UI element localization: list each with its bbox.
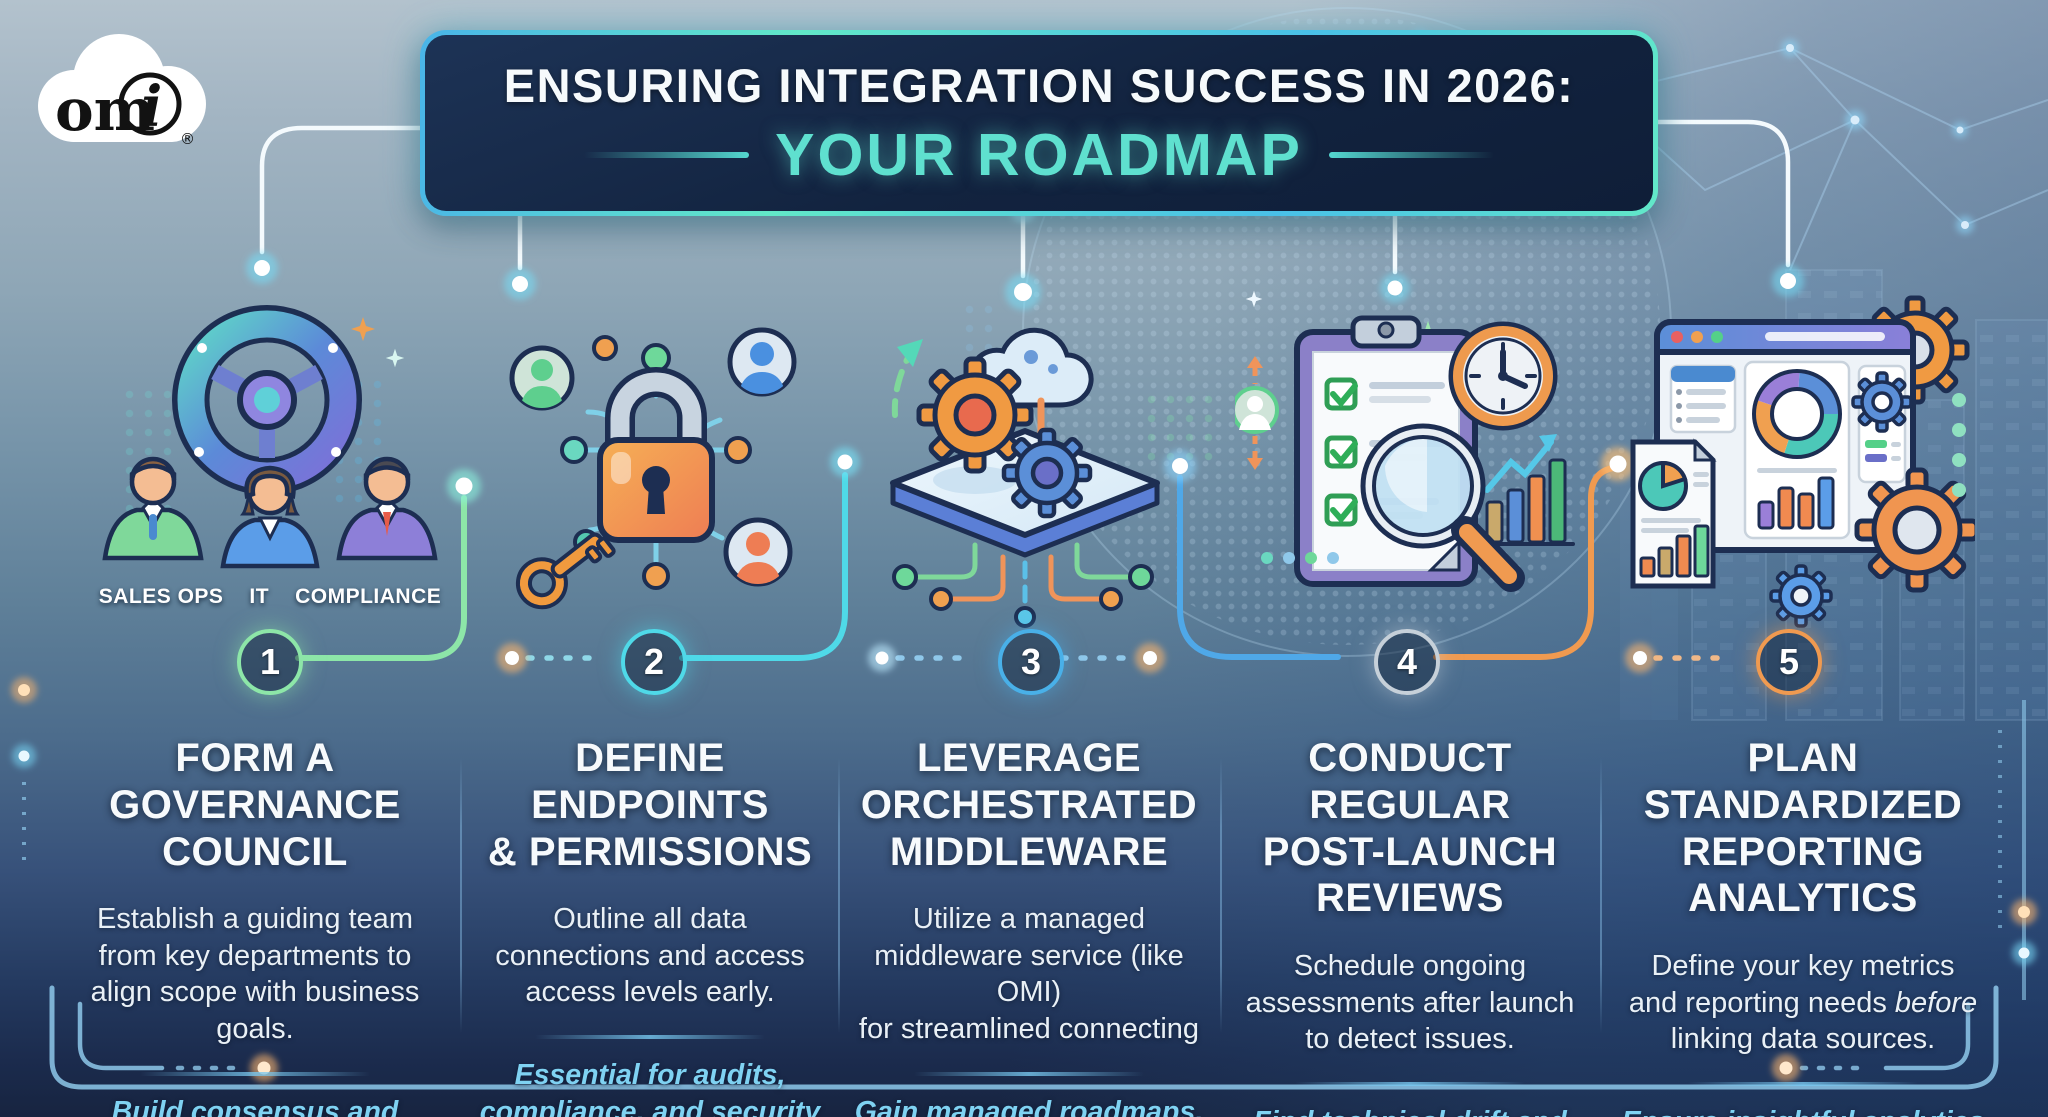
padlock [597, 367, 715, 543]
circuit-tail-dots [892, 564, 1154, 628]
step-1-number: 1 [237, 629, 303, 695]
step-1-body: Establish a guiding team from key depart… [90, 903, 420, 1045]
cloud-shape [38, 34, 206, 142]
gear-orange [916, 356, 1034, 474]
steering-wheel-governance-icon [95, 300, 445, 590]
key [515, 532, 616, 610]
step-4-column: CONDUCT REGULAR POST-LAUNCH REVIEWS Sche… [1224, 735, 1596, 1117]
browser-window [1654, 319, 1916, 553]
note-divider [140, 1071, 370, 1076]
curve-arrowhead [897, 339, 923, 367]
column-divider [1220, 758, 1222, 1033]
person-compliance [336, 456, 438, 561]
gear-blue [1001, 427, 1093, 519]
step-2-body: Outline all data connections and access … [495, 903, 805, 1009]
step-5-note: Ensure insightful analytics are built-in… [1622, 1104, 1985, 1117]
clock [1448, 321, 1558, 431]
step-2-number: 2 [621, 629, 687, 695]
padlock-access-icon [490, 300, 820, 630]
user-avatar-green [509, 345, 575, 411]
person-it [220, 465, 320, 569]
panel-donut-bars [1743, 360, 1851, 540]
person-node [1231, 356, 1279, 470]
team-label-sales-ops: SALES OPS [98, 585, 224, 608]
panel-gear-card [1851, 364, 1913, 484]
logo-text-i: i [141, 74, 162, 140]
step-3-body: Utilize a managed middleware service (li… [858, 903, 1200, 1045]
step-4-number: 4 [1374, 629, 1440, 695]
step-2-column: DEFINE ENDPOINTS & PERMISSIONS Outline a… [466, 735, 834, 1117]
gear-orange-bottom [1854, 467, 1980, 593]
steering-wheel [172, 305, 362, 495]
user-avatar-blue [727, 327, 797, 397]
step-5-title: PLAN STANDARDIZED REPORTING ANALYTICS [1643, 736, 1963, 921]
sparkle-icon [1245, 290, 1271, 316]
step-1-title: FORM A GOVERNANCE COUNCIL [109, 736, 401, 874]
step-2-note: Essential for audits, compliance, and se… [479, 1058, 821, 1117]
gear-blue-small [1769, 564, 1833, 628]
user-avatar-orange [723, 517, 793, 587]
step-4-note: Find technical drift and evolving new re… [1226, 1104, 1593, 1117]
logo-registered: ® [180, 130, 195, 148]
logo-i-ring [118, 72, 182, 136]
step-3-number: 3 [998, 629, 1064, 695]
step-3-note: Gain managed roadmaps, expertise, and co… [854, 1095, 1204, 1117]
sparkle-icon [350, 316, 376, 342]
note-divider [535, 1034, 765, 1039]
dot-column [1952, 393, 1966, 497]
trend-chart [1479, 434, 1575, 546]
magnifier [1360, 423, 1525, 592]
step-3-column: LEVERAGE ORCHESTRATED MIDDLEWARE Utilize… [842, 735, 1216, 1117]
step-1-column: FORM A GOVERNANCE COUNCIL Establish a gu… [55, 735, 455, 1117]
person-sales-ops [102, 456, 204, 561]
column-divider [460, 758, 462, 1033]
omi-logo: om i ® [22, 28, 222, 163]
note-divider [1688, 1081, 1918, 1086]
dot-row [1261, 552, 1339, 564]
step-1-note: Build consensus and oversight [111, 1095, 399, 1117]
title-banner: ENSURING INTEGRATION SUCCESS IN 2026: YO… [420, 30, 1658, 216]
panel-list [1669, 364, 1737, 434]
team-label-it: IT [249, 585, 270, 608]
note-divider [914, 1071, 1144, 1076]
analytics-dashboard-icon [1615, 290, 1980, 635]
middleware-platform-icon [855, 295, 1195, 635]
banner-title-line1: ENSURING INTEGRATION SUCCESS IN 2026: [503, 58, 1575, 112]
step-5-body: Define your key metrics and reporting ne… [1628, 950, 1978, 1056]
banner-title-line2: YOUR ROADMAP [775, 121, 1303, 188]
team-label-compliance: COMPLIANCE [295, 585, 442, 608]
circuit-tails [912, 542, 1134, 608]
step-5-number: 5 [1756, 629, 1822, 695]
step-5-column: PLAN STANDARDIZED REPORTING ANALYTICS De… [1588, 735, 2018, 1117]
report-doc [1630, 438, 1717, 589]
sparkle-icon [385, 348, 411, 374]
column-divider [1600, 758, 1602, 1033]
step-3-title: LEVERAGE ORCHESTRATED MIDDLEWARE [860, 736, 1198, 874]
banner-dash-right [1328, 151, 1494, 158]
column-divider [838, 758, 840, 1033]
banner-dash-left [584, 151, 750, 158]
step-4-body: Schedule ongoing assessments after launc… [1245, 950, 1575, 1056]
clipboard-review-icon [1231, 290, 1595, 630]
note-divider [1295, 1081, 1525, 1086]
step-2-title: DEFINE ENDPOINTS & PERMISSIONS [487, 736, 813, 874]
step-4-title: CONDUCT REGULAR POST-LAUNCH REVIEWS [1262, 736, 1558, 921]
team-labels: SALES OPS IT COMPLIANCE [60, 585, 480, 609]
